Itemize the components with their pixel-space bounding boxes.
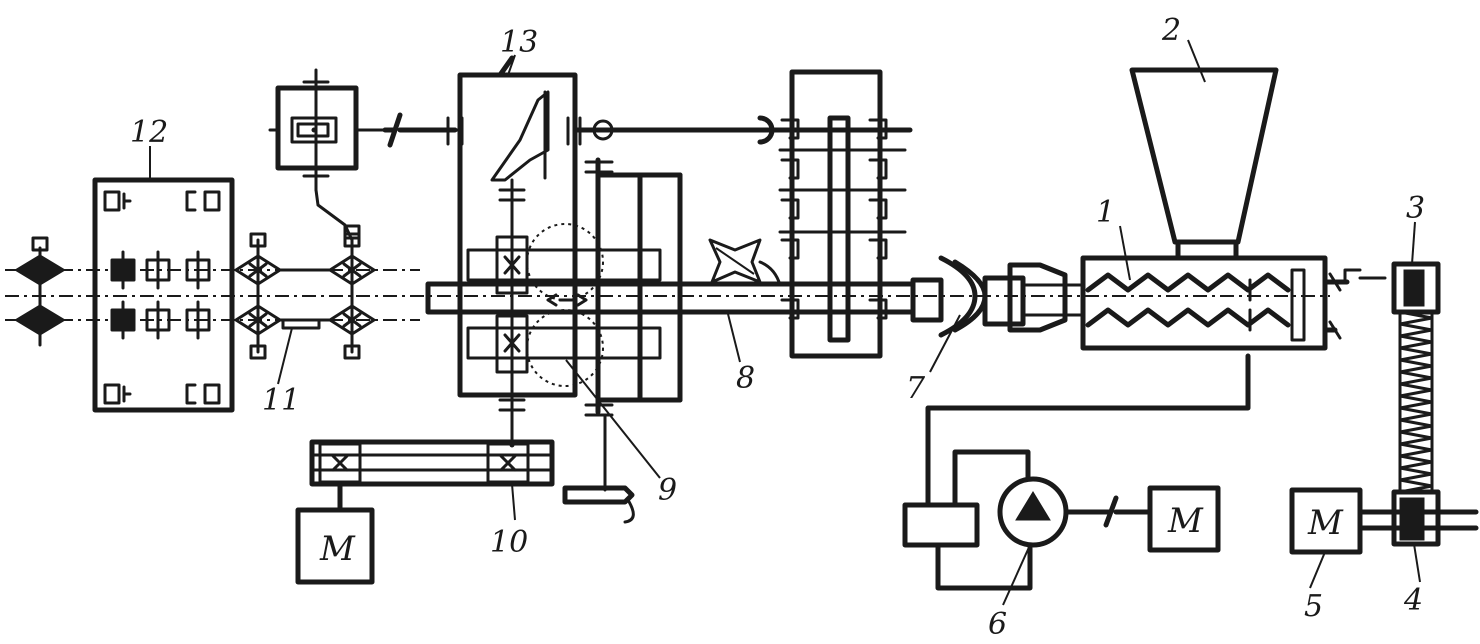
motor-3-box xyxy=(1289,487,1363,555)
callout-3: 3 xyxy=(1406,191,1425,226)
upper-shaft xyxy=(572,115,913,145)
left-rollers xyxy=(14,236,66,347)
callout-1: 1 xyxy=(1096,195,1115,230)
callout-11: 11 xyxy=(262,383,300,418)
lubricator xyxy=(708,238,782,287)
roller-pairs-11 xyxy=(234,232,376,360)
chain-drive-3-4 xyxy=(1357,261,1479,547)
pulling-device-12 xyxy=(92,177,235,413)
callout-7: 7 xyxy=(906,371,926,406)
callout-2: 2 xyxy=(1161,13,1181,48)
callout-6: 6 xyxy=(988,607,1007,642)
forming-head-7 xyxy=(910,255,1085,338)
motor-1-label: M xyxy=(319,529,356,569)
hydraulic-pump-6 xyxy=(902,353,1251,591)
gear-train-block xyxy=(778,69,907,359)
motor-3-label: M xyxy=(1307,503,1344,543)
callout-12: 12 xyxy=(130,115,168,150)
cutter-gearbox xyxy=(268,68,387,242)
main-shaft-8 xyxy=(425,281,916,315)
belt-drive-10 xyxy=(309,439,555,513)
motor-2-label: M xyxy=(1167,501,1204,541)
callout-9: 9 xyxy=(658,473,677,508)
gearbox-side-frame xyxy=(562,157,683,524)
main-gearbox-13 xyxy=(446,55,662,447)
leader-lines xyxy=(149,39,1421,606)
motor-1-box xyxy=(295,507,375,585)
motor-2-box xyxy=(1147,485,1221,553)
callout-4: 4 xyxy=(1403,583,1423,618)
shaft-clutch xyxy=(382,112,458,148)
callout-8: 8 xyxy=(736,361,755,396)
callout-10: 10 xyxy=(490,525,528,560)
hopper-2 xyxy=(1129,67,1279,261)
callout-13: 13 xyxy=(500,25,538,60)
callout-5: 5 xyxy=(1304,589,1323,624)
